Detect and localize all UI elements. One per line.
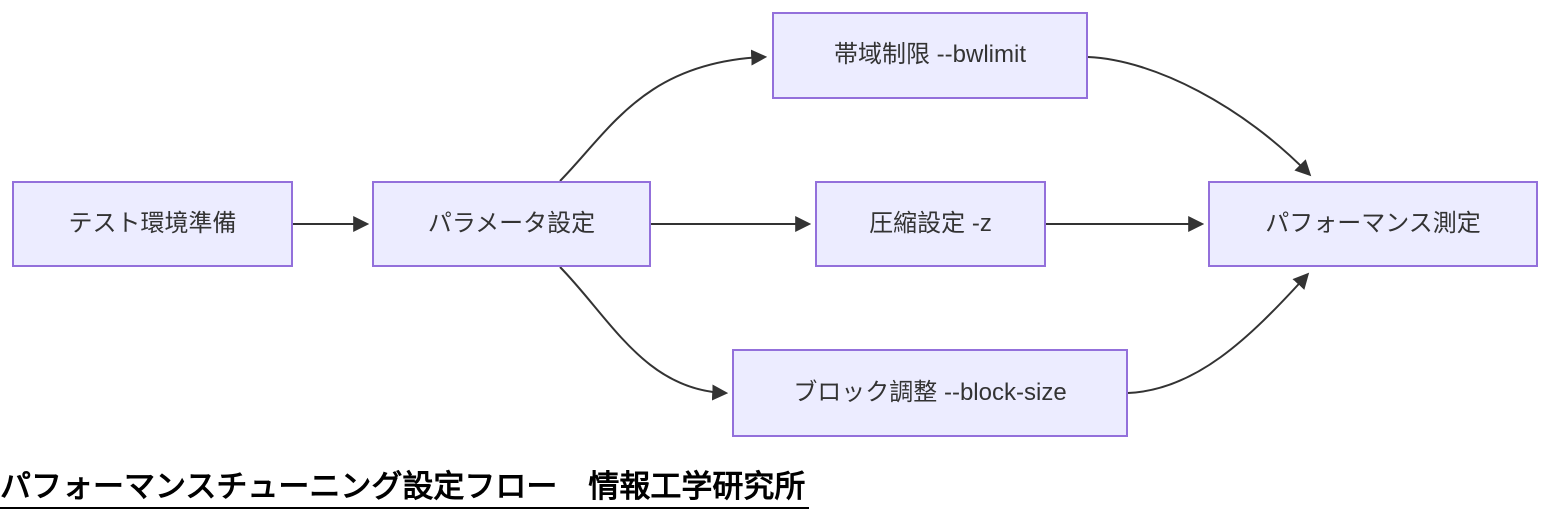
edge-c-f xyxy=(1087,56,1312,177)
node-block-size-adjust-label: ブロック調整 --block-size xyxy=(793,378,1067,406)
node-bandwidth-limit-label: 帯域制限 --bwlimit xyxy=(834,41,1026,69)
node-test-env-prep-label: テスト環境準備 xyxy=(68,209,237,237)
edge-e-f xyxy=(1127,272,1310,394)
edge-b-e xyxy=(559,266,729,401)
node-block-size-adjust: ブロック調整 --block-size xyxy=(732,349,1128,437)
edge-b-c xyxy=(559,49,768,182)
node-test-env-prep: テスト環境準備 xyxy=(12,181,293,267)
node-param-config: パラメータ設定 xyxy=(372,181,651,267)
node-bandwidth-limit: 帯域制限 --bwlimit xyxy=(772,12,1088,99)
node-compression-setting: 圧縮設定 -z xyxy=(815,181,1046,267)
node-compression-setting-label: 圧縮設定 -z xyxy=(869,209,992,237)
node-performance-measure-label: パフォーマンス測定 xyxy=(1265,209,1481,237)
diagram-caption: パフォーマンスチューニング設定フロー 情報工学研究所 xyxy=(0,467,810,509)
node-param-config-label: パラメータ設定 xyxy=(427,209,596,237)
node-performance-measure: パフォーマンス測定 xyxy=(1208,181,1538,267)
